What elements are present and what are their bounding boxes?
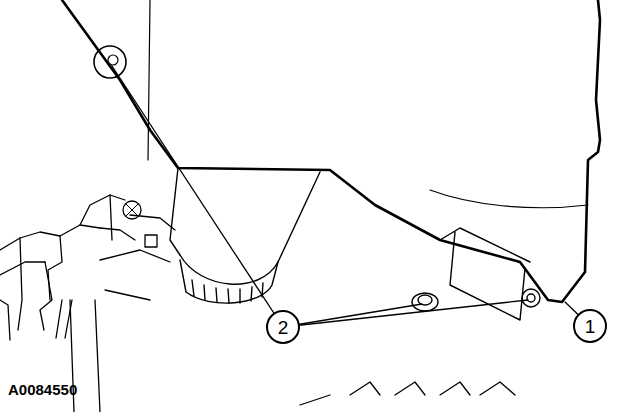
callout-circle: 1	[573, 309, 607, 343]
callout-circle: 2	[266, 310, 300, 344]
figure-id: A0084550	[8, 381, 77, 398]
callout-number: 2	[278, 318, 289, 337]
callout-number: 1	[585, 317, 596, 336]
